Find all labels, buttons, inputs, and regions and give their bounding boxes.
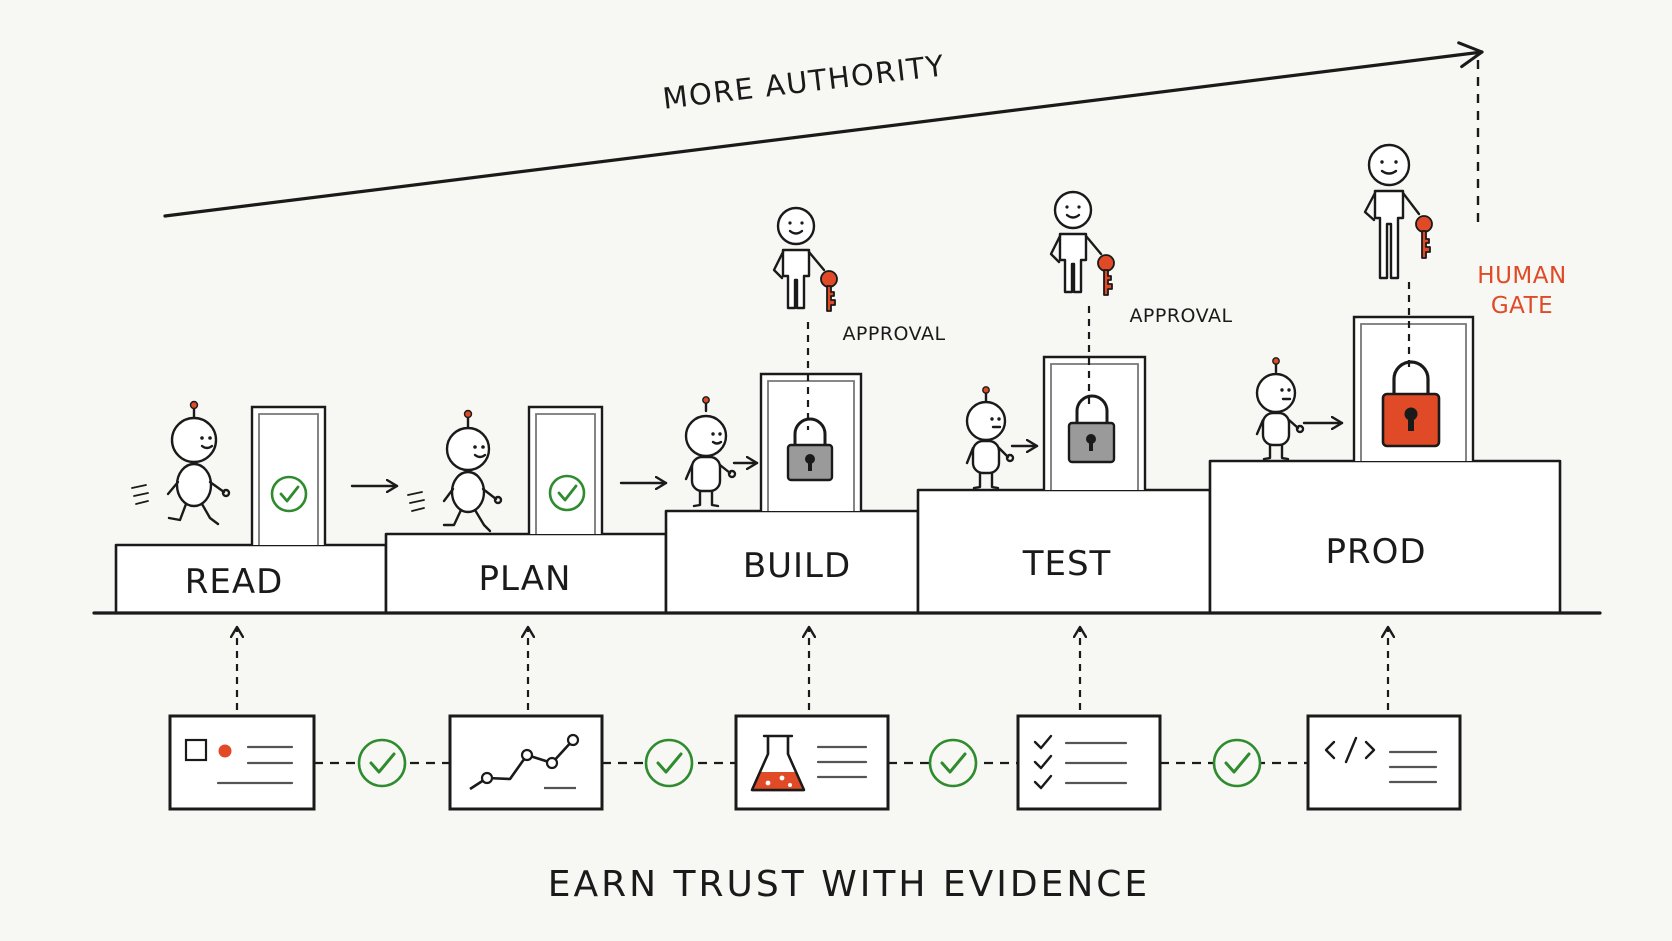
step-build-label: BUILD: [743, 546, 851, 586]
progress-arrows: [350, 423, 1344, 486]
step-test-label: TEST: [1022, 544, 1112, 584]
step-plan-platform: [384, 532, 668, 615]
step-build-approval-note: APPROVAL: [842, 323, 945, 345]
step-test-locked-door: [1042, 355, 1147, 490]
step-read-open-door: [250, 405, 327, 545]
robot-plan-running: [407, 409, 503, 533]
step-plan-open-door: [527, 405, 604, 534]
evidence-card-flask: [734, 714, 890, 811]
human-gate-label-line1: HUMAN: [1477, 263, 1566, 289]
step-test-lock-icon: [1067, 394, 1116, 464]
robot-build-waiting: [684, 396, 737, 508]
step-prod-label: PROD: [1325, 532, 1426, 572]
evidence-check-icon-3: [928, 738, 978, 788]
human-approver-build: [772, 206, 838, 312]
evidence-card-document: [168, 714, 316, 811]
evidence-card-code: [1306, 714, 1462, 811]
step-plan-check-icon: [548, 474, 586, 512]
step-test-approval-note: APPROVAL: [1129, 305, 1232, 327]
evidence-checks: [357, 738, 1262, 788]
robot-read-running: [131, 400, 231, 526]
evidence-upward-arrows: [237, 627, 1388, 710]
step-read-check-icon: [270, 475, 308, 513]
evidence-card-trend: [448, 714, 604, 811]
lab-flask-icon: [750, 734, 868, 792]
approval-dashed-lines: [806, 282, 1411, 430]
evidence-check-icon-2: [644, 738, 694, 788]
key-icon: [820, 270, 838, 312]
step-build-lock-icon: [786, 417, 834, 482]
authority-label: MORE AUTHORITY: [661, 48, 947, 115]
step-build-locked-door: [759, 372, 863, 511]
document-card-icon: [184, 738, 294, 785]
checklist-icon: [1033, 734, 1128, 790]
diagram-caption: EARN TRUST WITH EVIDENCE: [548, 864, 1150, 905]
robot-prod-waiting: [1255, 357, 1305, 461]
step-plan-label: PLAN: [479, 559, 572, 599]
step-prod-platform: [1208, 459, 1562, 615]
human-approver-test: [1049, 190, 1115, 296]
step-prod-lock-icon: [1381, 360, 1441, 448]
code-icon: [1324, 736, 1438, 784]
evidence-check-icon-4: [1212, 738, 1262, 788]
authority-arrow: [163, 41, 1484, 218]
step-prod-locked-door: [1352, 315, 1475, 461]
robot-test-waiting: [965, 386, 1015, 490]
key-icon: [1097, 254, 1115, 296]
human-gate-label-line2: GATE: [1491, 293, 1553, 319]
key-icon: [1415, 215, 1433, 259]
evidence-check-icon-1: [357, 738, 407, 788]
step-read-label: READ: [185, 562, 284, 602]
evidence-card-checklist: [1016, 714, 1162, 811]
human-approver-prod: [1363, 143, 1433, 280]
trend-chart-icon: [469, 733, 580, 791]
